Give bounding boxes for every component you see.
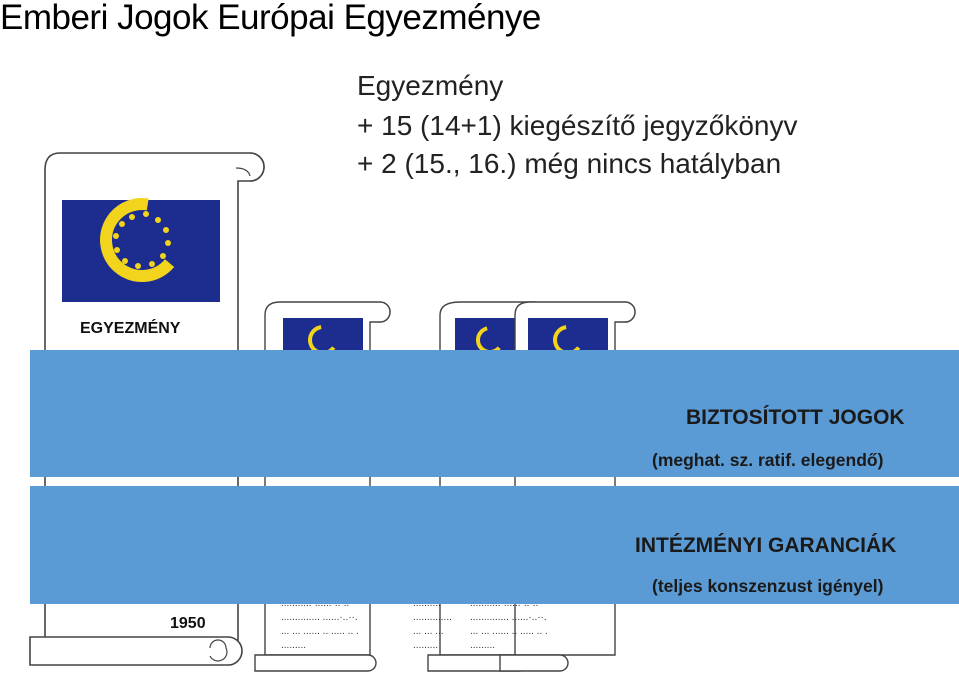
convention-scroll-label: EGYEZMÉNY: [80, 318, 181, 337]
svg-text:..............: ..............: [413, 612, 452, 623]
rights-band-title: BIZTOSÍTOTT JOGOK: [686, 406, 905, 429]
protocol-flag-icon: [283, 318, 363, 350]
svg-text:... ... ...... .. ..... .. .: ... ... ...... .. ..... .. .: [470, 626, 548, 637]
protocol-flag-icon: [528, 318, 608, 350]
intro-line-protocols: + 15 (14+1) kiegészítő jegyzőkönyv: [357, 110, 798, 141]
svg-text:... ... ...... .. ..... .. .: ... ... ...... .. ..... .. .: [281, 626, 359, 637]
rights-band-subtitle: (meghat. sz. ratif. elegendő): [652, 450, 884, 470]
convention-year: 1950: [170, 615, 206, 632]
protocol-flag-icon: [455, 318, 517, 350]
svg-text:.........: .........: [470, 640, 495, 651]
institutions-band-title: INTÉZMÉNYI GARANCIÁK: [635, 534, 897, 557]
page-title: Emberi Jogok Európai Egyezménye: [0, 0, 541, 37]
svg-text:.............. ......·..··.: .............. ......·..··.: [470, 612, 547, 623]
svg-text:.........: .........: [281, 640, 306, 651]
institutions-band-subtitle: (teljes konszenzust igényel): [652, 576, 884, 596]
institutions-band: INTÉZMÉNYI GARANCIÁK (teljes konszenzust…: [30, 486, 959, 604]
svg-text:.........: .........: [413, 640, 438, 651]
intro-line-convention: Egyezmény: [357, 70, 504, 101]
svg-text:.............. ......·..··.: .............. ......·..··.: [281, 612, 358, 623]
rights-band: BIZTOSÍTOTT JOGOK (meghat. sz. ratif. el…: [30, 350, 959, 477]
svg-text:... ... ...: ... ... ...: [413, 626, 444, 637]
council-of-europe-flag-icon: [62, 200, 220, 302]
intro-line-pending: + 2 (15., 16.) még nincs hatályban: [357, 148, 782, 179]
